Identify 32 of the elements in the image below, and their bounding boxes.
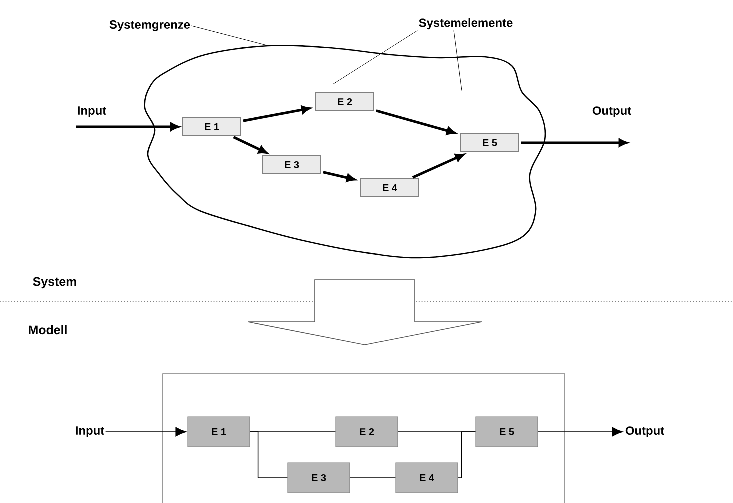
element-box: E 4 bbox=[360, 178, 420, 198]
leader-line bbox=[332, 30, 418, 85]
arrow bbox=[522, 139, 628, 147]
arrow bbox=[233, 136, 268, 154]
text-label: Output bbox=[626, 426, 664, 438]
element-box: E 1 bbox=[188, 416, 250, 448]
text-label: Input bbox=[78, 106, 106, 118]
arrow bbox=[376, 110, 456, 136]
element-box: E 2 bbox=[316, 92, 374, 112]
element-box: E 3 bbox=[262, 156, 322, 174]
element-box: E 2 bbox=[336, 416, 398, 448]
arrow bbox=[76, 123, 180, 131]
arrow bbox=[412, 154, 464, 179]
text-label: Input bbox=[76, 426, 104, 438]
arrow bbox=[243, 106, 310, 122]
arrow bbox=[538, 427, 624, 437]
section-label: Modell bbox=[29, 325, 67, 335]
text-label: Systemelemente bbox=[419, 18, 513, 30]
text-label: Output bbox=[592, 106, 632, 118]
leader-line bbox=[192, 26, 268, 46]
element-box: E 5 bbox=[476, 416, 538, 448]
section-label: System bbox=[33, 277, 76, 289]
element-box: E 1 bbox=[182, 118, 242, 136]
element-box: E 4 bbox=[396, 462, 458, 494]
connector-line bbox=[458, 432, 476, 478]
arrow bbox=[105, 427, 187, 437]
element-box: E 5 bbox=[460, 134, 520, 152]
connector-line bbox=[250, 432, 288, 478]
text-label: Systemgrenze bbox=[110, 20, 190, 32]
element-box: E 3 bbox=[288, 462, 350, 494]
leader-line bbox=[454, 30, 462, 92]
arrow bbox=[323, 171, 356, 182]
